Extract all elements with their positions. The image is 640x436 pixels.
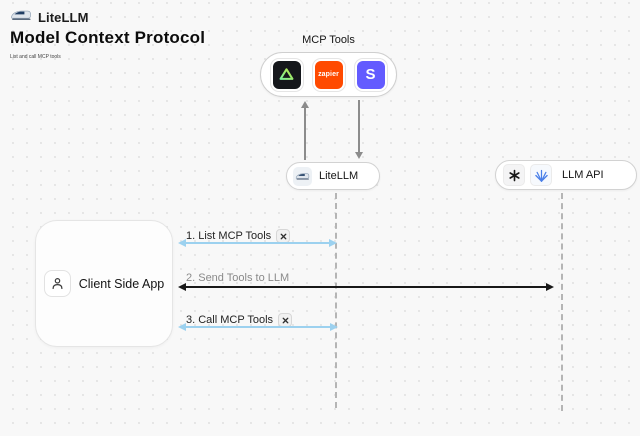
- arrow-litellm-to-mcp: [301, 101, 309, 160]
- zapier-icon: zapier: [314, 60, 343, 89]
- stripe-letter: S: [365, 66, 376, 83]
- person-icon: [43, 270, 71, 297]
- stripe-icon: S: [356, 60, 385, 89]
- message-1-arrow: [178, 239, 337, 247]
- mcp-tools-label: MCP Tools: [302, 34, 355, 46]
- arrowhead-left-icon: [178, 239, 186, 247]
- arrowhead-right-icon: [329, 239, 337, 247]
- lifeline-llm-api: [561, 193, 563, 411]
- page-title: Model Context Protocol: [10, 28, 206, 47]
- lifeline-litellm: [335, 193, 337, 408]
- arrowhead-left-icon: [178, 323, 186, 331]
- arrow-mcp-to-litellm: [355, 100, 363, 159]
- litellm-node-label: LiteLLM: [319, 170, 359, 182]
- litellm-train-icon: [293, 166, 312, 186]
- brand: LiteLLM: [10, 7, 89, 27]
- llm-api-node: LLM API: [495, 160, 637, 190]
- message-3-arrow: [178, 323, 338, 331]
- page-subtitle: List and call MCP tools: [10, 54, 61, 60]
- arrowhead-left-icon: [178, 283, 186, 291]
- green-triangle-tool-icon: [272, 60, 301, 89]
- openai-icon: [503, 164, 525, 186]
- litellm-train-icon: [10, 7, 32, 27]
- arrowhead-right-icon: [330, 323, 338, 331]
- arrowhead-up-icon: [301, 101, 309, 108]
- mcp-tools-node: zapier S: [260, 52, 397, 97]
- message-2-label: 2. Send Tools to LLM: [186, 272, 290, 284]
- client-side-app-node: Client Side App: [35, 220, 173, 347]
- blue-model-icon: [530, 164, 552, 186]
- arrowhead-down-icon: [355, 152, 363, 159]
- arrowhead-right-icon: [546, 283, 554, 291]
- client-node-label: Client Side App: [78, 276, 165, 291]
- message-2-arrow: [178, 283, 554, 291]
- llm-api-node-label: LLM API: [562, 169, 604, 181]
- brand-name: LiteLLM: [38, 9, 89, 25]
- message-1-label: 1. List MCP Tools: [186, 229, 291, 243]
- litellm-node: LiteLLM: [286, 162, 380, 190]
- zapier-wordmark: zapier: [318, 71, 339, 78]
